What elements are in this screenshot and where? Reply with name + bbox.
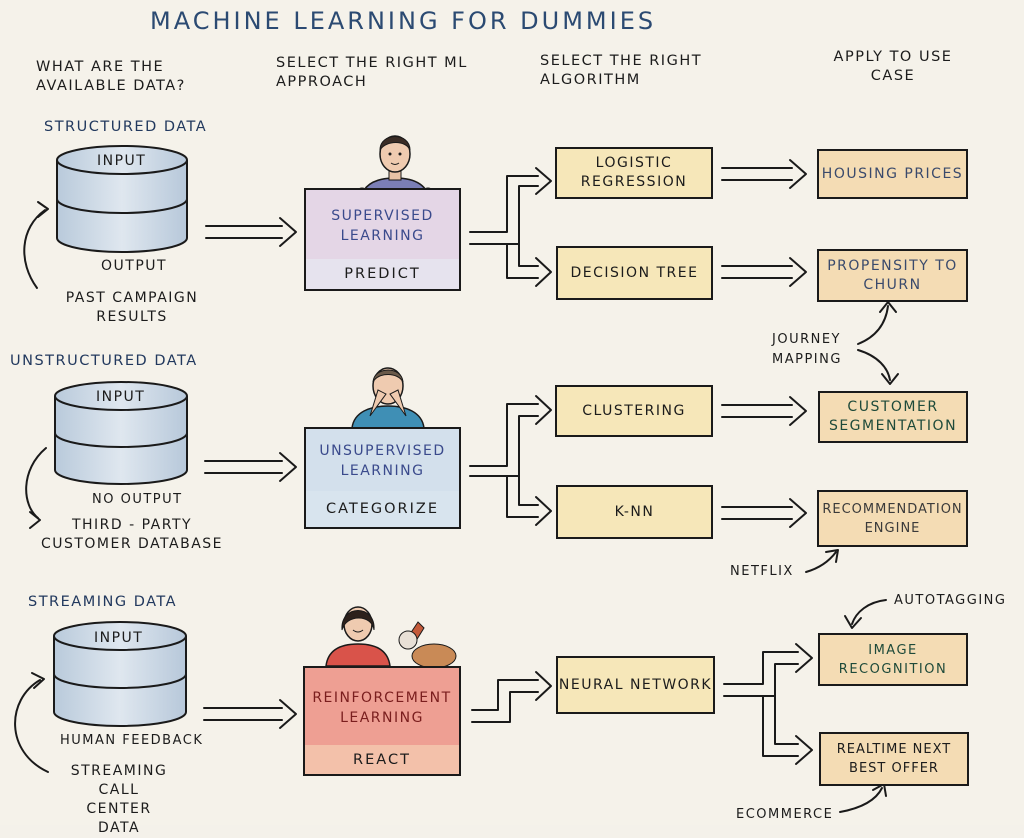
ecommerce-arrow bbox=[839, 787, 883, 813]
db-output-label: HUMAN FEEDBACK bbox=[60, 733, 204, 748]
db-input-label: INPUT bbox=[97, 153, 147, 169]
approach-label: SUPERVISED LEARNING bbox=[306, 190, 459, 263]
usecase-propensity-to-churn: PROPENSITY TO CHURN bbox=[817, 249, 968, 302]
header-usecase: APPLY TO USE CASE bbox=[833, 49, 953, 84]
arrow-knn-to-recommendation bbox=[721, 498, 807, 528]
algorithm-logistic-regression: LOGISTIC REGRESSION bbox=[555, 147, 713, 199]
db-output-label: NO OUTPUT bbox=[92, 492, 183, 507]
source-structured: PAST CAMPAIGN RESULTS bbox=[65, 290, 199, 325]
approach-action: REACT bbox=[305, 745, 459, 774]
annotation-autotagging: AUTOTAGGING bbox=[894, 593, 1007, 608]
arrow-data-to-supervised bbox=[205, 217, 297, 247]
arrow-to-neural bbox=[471, 671, 552, 723]
source-streaming: STREAMING CALL CENTER DATA bbox=[70, 763, 168, 836]
algorithm-knn: K-NN bbox=[556, 485, 713, 539]
algorithm-clustering: CLUSTERING bbox=[555, 385, 713, 437]
journey-arrows bbox=[857, 301, 899, 385]
arrow-clustering-to-segmentation bbox=[721, 396, 807, 426]
section-streaming: STREAMING DATA bbox=[28, 594, 178, 610]
approach-action: CATEGORIZE bbox=[306, 491, 459, 527]
db-input-label: INPUT bbox=[94, 630, 144, 646]
approach-supervised: SUPERVISED LEARNING PREDICT bbox=[304, 188, 461, 291]
header-algorithm: SELECT THE RIGHT ALGORITHM bbox=[540, 53, 703, 88]
db-output-label: OUTPUT bbox=[101, 258, 168, 274]
fork-supervised bbox=[469, 167, 552, 287]
fork-unsupervised bbox=[469, 395, 552, 526]
usecase-recommendation-engine: RECOMMENDATION ENGINE bbox=[817, 490, 968, 547]
arrow-data-to-reinforcement bbox=[203, 699, 297, 729]
arrow-logistic-to-housing bbox=[721, 159, 807, 189]
page-title: MACHINE LEARNING FOR DUMMIES bbox=[150, 7, 657, 35]
approach-label: REINFORCEMENT LEARNING bbox=[305, 668, 459, 749]
usecase-housing-prices: HOUSING PRICES bbox=[817, 149, 968, 199]
algorithm-decision-tree: DECISION TREE bbox=[556, 246, 713, 300]
annotation-journey-mapping: JOURNEY MAPPING bbox=[772, 332, 842, 367]
section-unstructured: UNSTRUCTURED DATA bbox=[10, 353, 198, 369]
annotation-netflix: NETFLIX bbox=[730, 564, 794, 579]
curve-arrow-unstructured bbox=[25, 447, 47, 519]
algorithm-neural-network: NEURAL NETWORK bbox=[556, 656, 715, 714]
netflix-arrow bbox=[805, 551, 837, 573]
person-unsupervised-icon bbox=[351, 367, 425, 429]
arrow-tree-to-churn bbox=[721, 257, 807, 287]
usecase-customer-segmentation: CUSTOMER SEGMENTATION bbox=[818, 391, 968, 443]
header-approach: SELECT THE RIGHT ML APPROACH bbox=[276, 55, 468, 90]
arrow-data-to-unsupervised bbox=[204, 452, 297, 482]
curve-arrow-structured bbox=[23, 209, 46, 289]
person-reinforcement-icon bbox=[325, 606, 457, 668]
source-unstructured: THIRD - PARTY CUSTOMER DATABASE bbox=[40, 517, 224, 552]
autotagging-arrow bbox=[851, 599, 887, 625]
db-input-label: INPUT bbox=[96, 389, 146, 405]
approach-label: UNSUPERVISED LEARNING bbox=[306, 429, 459, 495]
approach-reinforcement: REINFORCEMENT LEARNING REACT bbox=[303, 666, 461, 776]
usecase-image-recognition: IMAGE RECOGNITION bbox=[818, 633, 968, 686]
approach-unsupervised: UNSUPERVISED LEARNING CATEGORIZE bbox=[304, 427, 461, 529]
usecase-realtime-next-best-offer: REALTIME NEXT BEST OFFER bbox=[819, 732, 969, 786]
header-data: WHAT ARE THE AVAILABLE DATA? bbox=[36, 59, 186, 94]
curve-arrow-streaming bbox=[14, 679, 49, 773]
section-structured: STRUCTURED DATA bbox=[44, 119, 208, 135]
approach-action: PREDICT bbox=[306, 259, 459, 289]
fork-neural bbox=[723, 643, 813, 765]
annotation-ecommerce: ECOMMERCE bbox=[736, 807, 834, 822]
